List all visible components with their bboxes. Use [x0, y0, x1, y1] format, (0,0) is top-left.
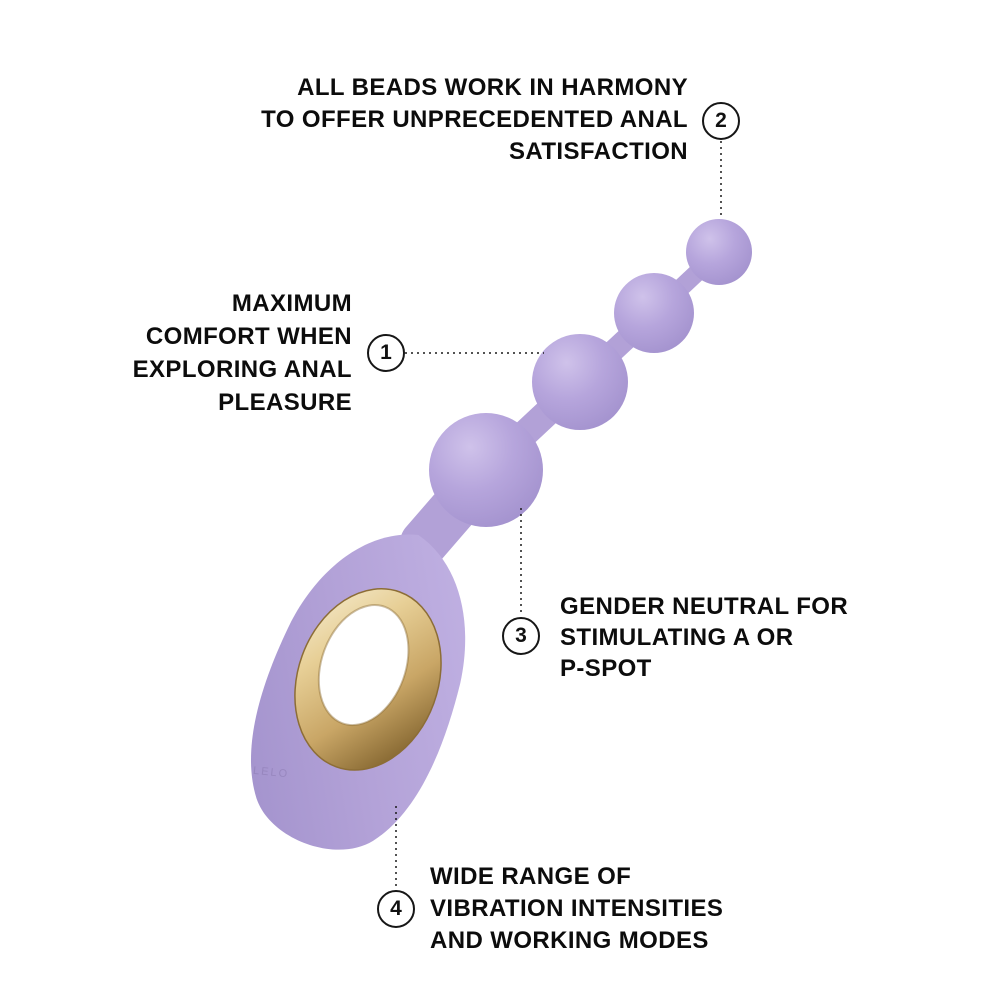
callout-line: TO OFFER UNPRECEDENTED ANAL: [261, 106, 688, 133]
ring-opening: [318, 605, 409, 726]
callout-1-number: 1: [380, 341, 392, 364]
callout-line: P-SPOT: [560, 655, 652, 682]
callout-line: ALL BEADS WORK IN HARMONY: [297, 74, 688, 101]
callout-3-number: 3: [515, 624, 527, 647]
bead-tip: [686, 219, 752, 285]
callout-line: EXPLORING ANAL: [132, 356, 352, 383]
callout-line: AND WORKING MODES: [430, 927, 709, 954]
handle: LELO: [251, 534, 466, 850]
callout-4-text: WIDE RANGE OF VIBRATION INTENSITIES AND …: [430, 861, 723, 957]
callout-line: SATISFACTION: [508, 138, 688, 165]
callout-2-badge: 2: [702, 102, 740, 140]
callout-line: MAXIMUM: [231, 290, 352, 317]
callout-3-badge: 3: [502, 617, 540, 655]
callout-line: PLEASURE: [218, 389, 352, 416]
callout-1-text: MAXIMUM COMFORT WHEN EXPLORING ANAL PLEA…: [133, 287, 352, 419]
callout-1-badge: 1: [367, 334, 405, 372]
bead-3: [532, 334, 628, 430]
leader-lines: [395, 141, 722, 888]
callout-line: STIMULATING A OR: [560, 624, 794, 651]
callout-2-text: ALL BEADS WORK IN HARMONY TO OFFER UNPRE…: [261, 72, 688, 168]
brand-mark: LELO: [252, 765, 289, 781]
bead-4: [429, 413, 543, 527]
callout-line: WIDE RANGE OF: [430, 863, 632, 890]
callout-3-text: GENDER NEUTRAL FOR STIMULATING A OR P-SP…: [560, 591, 848, 684]
callout-4-number: 4: [390, 897, 402, 920]
callout-line: VIBRATION INTENSITIES: [430, 895, 724, 922]
callout-4-badge: 4: [377, 890, 415, 928]
ring-opening-rim: [317, 604, 410, 727]
bead-2: [614, 273, 694, 353]
bead-chain: [400, 219, 752, 567]
callout-line: GENDER NEUTRAL FOR: [560, 593, 849, 620]
callout-2-number: 2: [715, 109, 727, 132]
callout-line: COMFORT WHEN: [145, 323, 352, 350]
